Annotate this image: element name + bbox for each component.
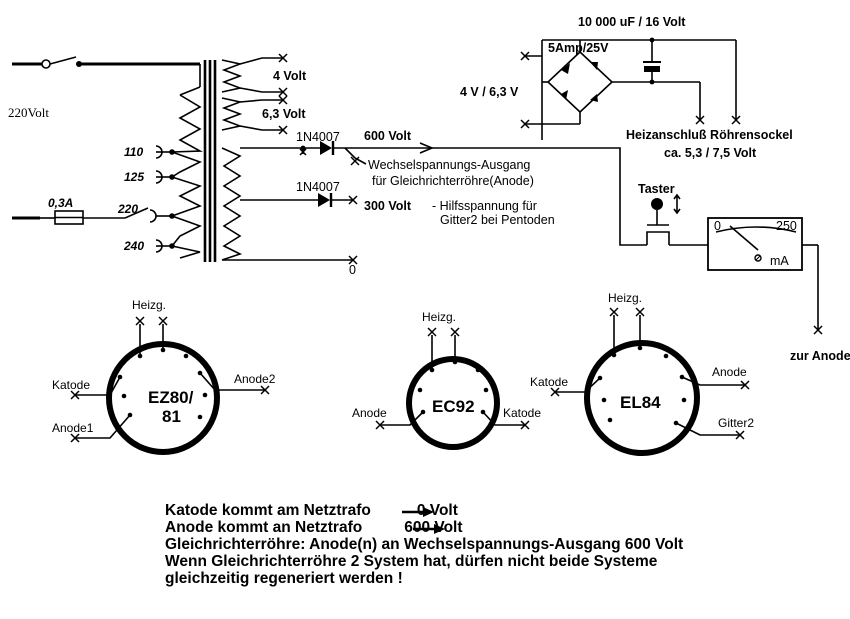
ez80-anode2-label: Anode2 [234, 372, 276, 386]
ec92-anode-label: Anode [352, 406, 387, 420]
el84-heater-label: Heizg. [608, 291, 642, 305]
label-0: 0 [349, 263, 356, 277]
aux-label-1: - Hilfsspannung für [432, 199, 537, 213]
meter-unit: mA [770, 254, 789, 268]
el84-anode-label: Anode [712, 365, 747, 379]
milliammeter [707, 217, 823, 335]
meter-scale-min: 0 [714, 219, 721, 233]
diode-label-1: 1N4007 [296, 130, 340, 144]
label-4-volt: 4 Volt [273, 69, 307, 83]
tap-125-label: 125 [124, 170, 144, 184]
tap-110-label: 110 [124, 145, 143, 159]
taster-label: Taster [638, 182, 675, 196]
winding-6v3 [221, 95, 288, 135]
heater-output-label-1: Heizanschluß Röhrensockel [626, 128, 793, 142]
winding-hv [221, 147, 358, 265]
el84-grid2-label: Gitter2 [718, 416, 754, 430]
el84-cathode-label: Katode [530, 375, 568, 389]
note-arrows [402, 507, 445, 534]
note-line-3: Gleichrichterröhre: Anode(n) an Wechsels… [165, 536, 684, 553]
ez80-cathode-label: Katode [52, 378, 90, 392]
label-6v3: 6,3 Volt [262, 107, 306, 121]
label-300-volt: 300 Volt [364, 199, 412, 213]
ez80-heater-label: Heizg. [132, 298, 166, 312]
heater-input-label: 4 V / 6,3 V [460, 85, 519, 99]
primary-taps [149, 145, 175, 253]
diode-label-2: 1N4007 [296, 180, 340, 194]
ez80-anode1-label: Anode1 [52, 421, 94, 435]
ec92-cathode-label: Katode [503, 406, 541, 420]
note-line-5: gleichzeitig regeneriert werden ! [165, 570, 403, 587]
meter-scale-max: 250 [776, 219, 797, 233]
bridge-rectifier [520, 37, 741, 140]
el84-name: EL84 [620, 393, 661, 412]
aux-label-2: Gitter2 bei Pentoden [440, 213, 555, 227]
capacitor-label: 10 000 uF / 16 Volt [578, 15, 686, 29]
tube-socket-ez80 [70, 316, 270, 455]
ec92-heater-label: Heizg. [422, 310, 456, 324]
note-line-4: Wenn Gleichrichterröhre 2 System hat, dü… [165, 553, 658, 570]
mains-voltage-label: 220Volt [8, 105, 49, 120]
tube-socket-el84 [550, 307, 750, 456]
winding-4v [221, 53, 288, 97]
heater-output-label-2: ca. 5,3 / 7,5 Volt [664, 146, 757, 160]
ez80-name-2: 81 [162, 407, 181, 426]
push-button[interactable] [646, 193, 708, 246]
ac-output-label-1: Wechselspannungs-Ausgang [368, 158, 530, 172]
to-anode-label: zur Anode [790, 349, 850, 363]
tube-socket-ec92 [375, 327, 530, 450]
tap-240-label: 240 [123, 239, 144, 253]
diode-600v [299, 141, 647, 246]
diode-300v [318, 193, 358, 207]
fuse [12, 207, 149, 225]
ec92-name: EC92 [432, 397, 475, 416]
ac-output-label-2: für Gleichrichterröhre(Anode) [372, 174, 534, 188]
tap-220-label: 220 [117, 202, 138, 216]
primary-winding [171, 86, 203, 259]
label-600-volt: 600 Volt [364, 129, 412, 143]
mains-switch [12, 56, 200, 69]
bridge-label: 5Amp/25V [548, 41, 609, 55]
transformer-core [203, 60, 217, 262]
fuse-rating-label: 0,3A [48, 196, 73, 210]
ez80-name-1: EZ80/ [148, 388, 194, 407]
